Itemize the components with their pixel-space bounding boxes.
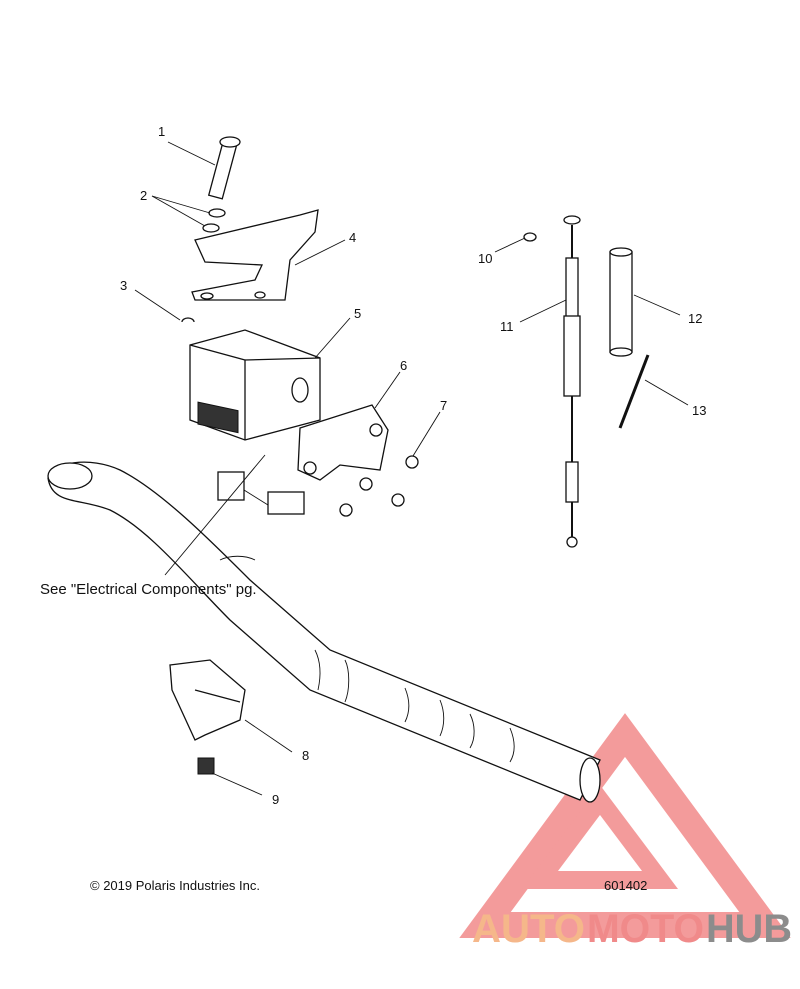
part-cable — [563, 215, 581, 548]
part-housing: POLARIS — [189, 329, 321, 441]
leader-lines — [134, 141, 689, 796]
callout-12: 12 — [688, 311, 702, 326]
callout-13: 13 — [692, 403, 706, 418]
part-small-clip — [523, 232, 537, 242]
part-cable-tie — [618, 354, 650, 429]
part-cover — [297, 404, 389, 481]
callout-11: 11 — [500, 319, 514, 334]
part-connector — [217, 471, 305, 515]
watermark-hub: HUB — [706, 907, 792, 951]
callout-1: 1 — [158, 124, 165, 139]
watermark-text: AUTO MOTO HUB — [472, 907, 792, 951]
watermark-moto: MOTO — [587, 907, 704, 951]
callout-4: 4 — [349, 230, 356, 245]
callout-6: 6 — [400, 358, 407, 373]
callout-8: 8 — [302, 748, 309, 763]
part-washers — [202, 208, 226, 233]
reference-note: See "Electrical Components" pg. — [40, 581, 257, 598]
part-sleeve — [609, 247, 633, 357]
callout-3: 3 — [120, 278, 127, 293]
part-screws — [339, 455, 419, 517]
watermark-auto: AUTO — [472, 907, 585, 951]
part-lever — [191, 209, 319, 301]
callout-9: 9 — [272, 792, 279, 807]
handlebar — [47, 461, 601, 803]
diagram-number: 601402 — [604, 878, 647, 893]
callout-2: 2 — [140, 188, 147, 203]
watermark-logo — [459, 713, 791, 938]
callout-5: 5 — [354, 306, 361, 321]
part-pin — [207, 136, 241, 200]
callout-7: 7 — [440, 398, 447, 413]
part-clip — [181, 317, 195, 323]
copyright-text: © 2019 Polaris Industries Inc. — [90, 878, 260, 893]
callout-10: 10 — [478, 251, 492, 266]
part-plug — [197, 757, 215, 775]
part-bracket — [169, 659, 246, 741]
